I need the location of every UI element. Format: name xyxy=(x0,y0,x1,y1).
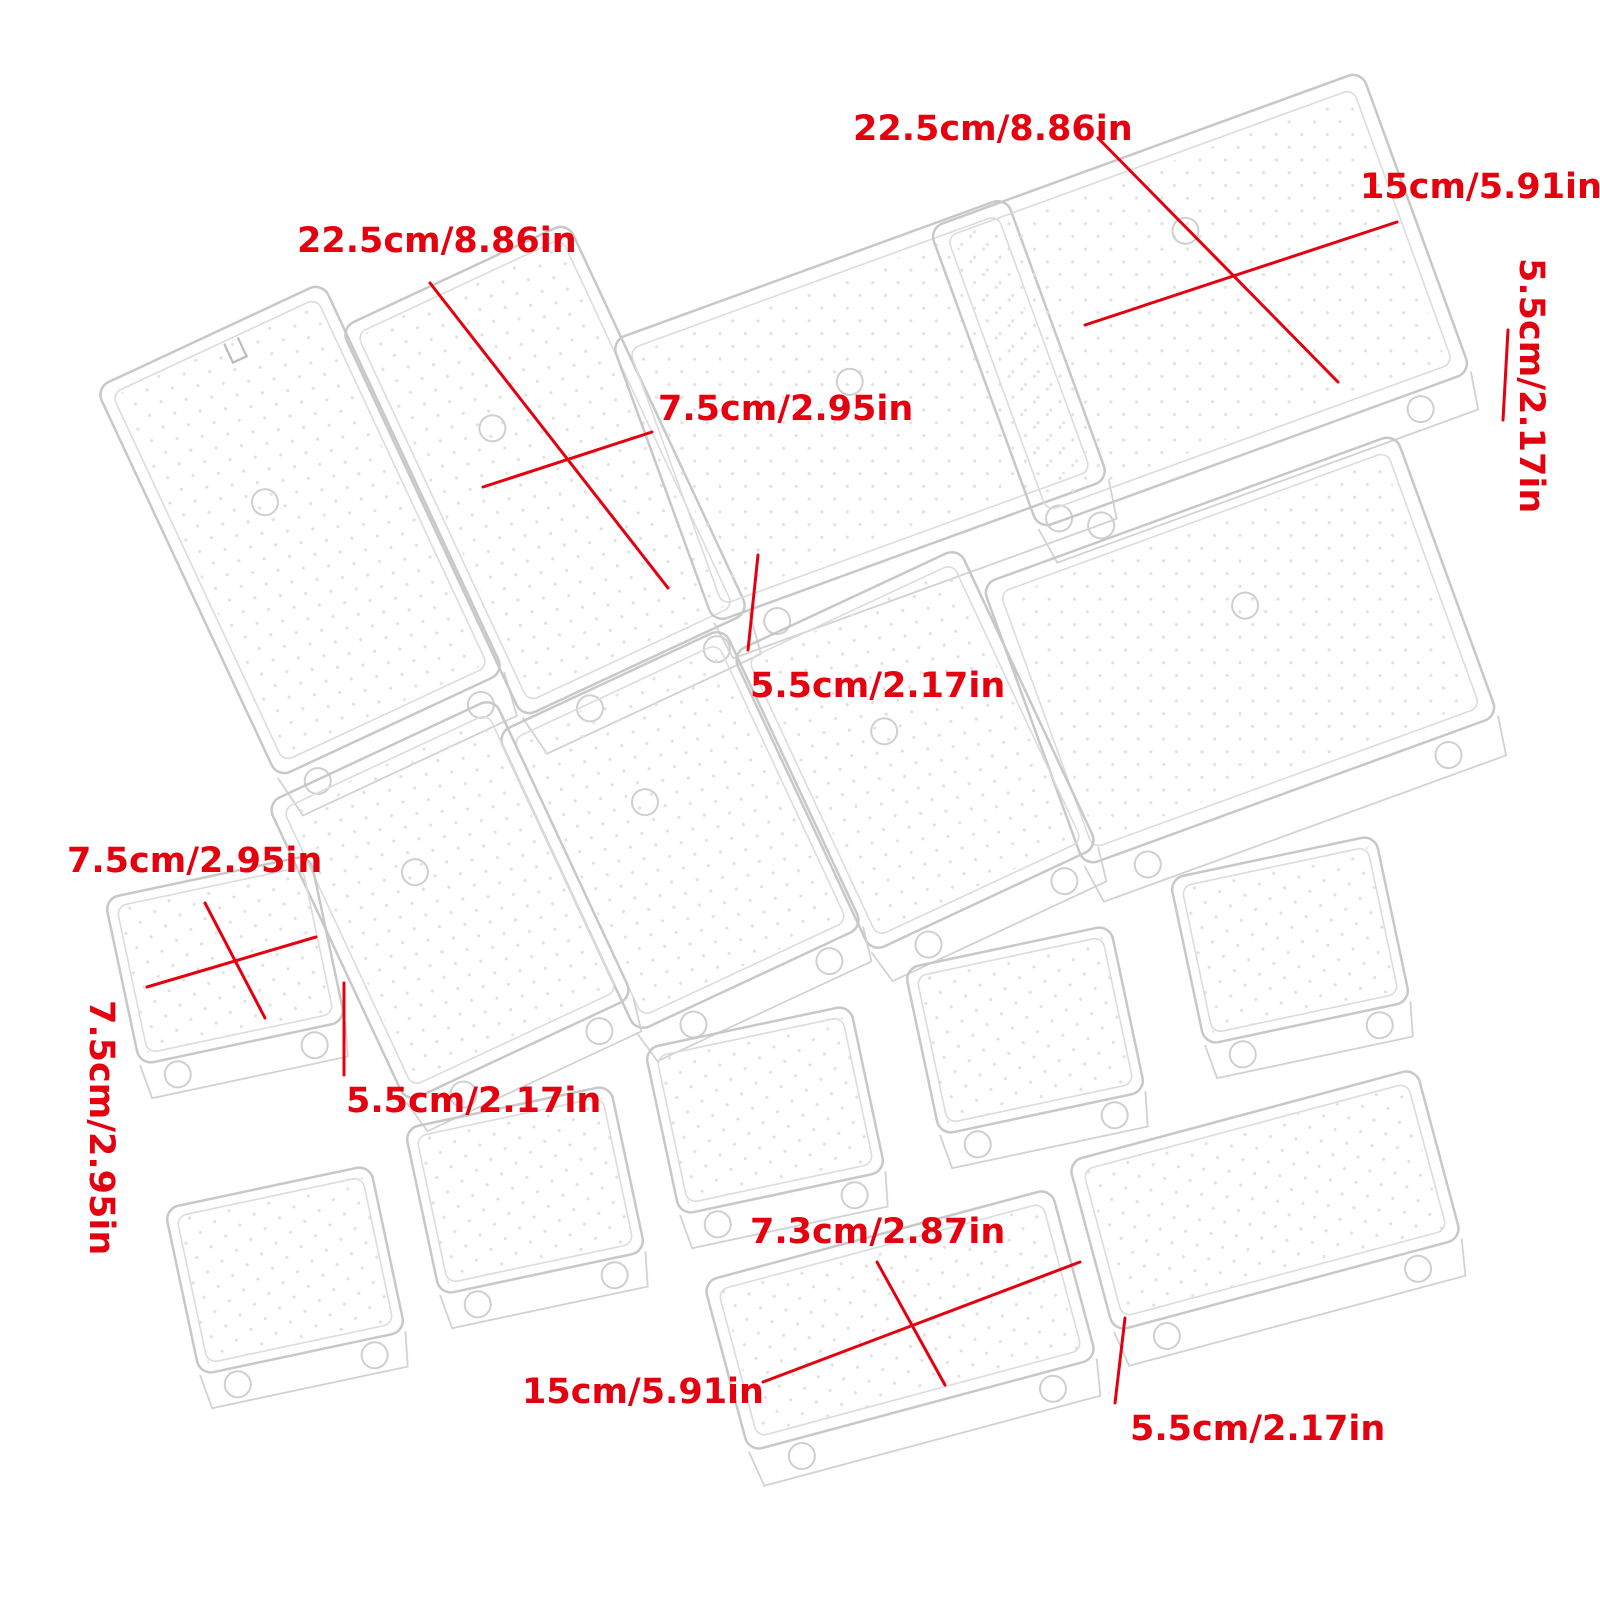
dimension-lines xyxy=(145,136,1510,1405)
label-large-width: 15cm/5.91in xyxy=(1360,167,1600,207)
label-large-length: 22.5cm/8.86in xyxy=(853,109,1133,149)
tray-medium-center xyxy=(735,550,1108,983)
dim-line-large-length xyxy=(1096,136,1340,384)
label-long-height: 5.5cm/2.17in xyxy=(750,666,1005,706)
dim-line-long-length xyxy=(428,281,670,590)
tray-small-bottom-mid xyxy=(645,1006,889,1250)
dim-line-long-height xyxy=(746,553,760,652)
label-small-length: 7.5cm/2.95in xyxy=(81,1000,121,1255)
tray-small-right xyxy=(1170,836,1414,1080)
tray-large-top-right xyxy=(931,73,1480,564)
dim-line-large-height xyxy=(1501,328,1510,422)
notch-icon xyxy=(223,337,249,365)
tray-small-center-right xyxy=(905,926,1149,1170)
dim-line-medium-width xyxy=(875,1260,947,1387)
label-medium-width: 7.3cm/2.87in xyxy=(750,1212,1005,1252)
tray-small-bottom-second xyxy=(405,1086,649,1330)
label-small-height: 5.5cm/2.17in xyxy=(346,1081,601,1121)
tray-large-right xyxy=(984,436,1508,903)
label-large-height: 5.5cm/2.17in xyxy=(1511,258,1551,513)
label-small-width: 7.5cm/2.95in xyxy=(67,841,322,881)
tray-small-measured xyxy=(105,856,349,1100)
tray-medium-bottom-right xyxy=(1070,1070,1467,1367)
dim-line-small-length xyxy=(145,935,318,989)
label-medium-height: 5.5cm/2.17in xyxy=(1130,1409,1385,1449)
label-long-length: 22.5cm/8.86in xyxy=(297,221,577,261)
dim-line-large-width xyxy=(1083,220,1399,327)
dim-line-medium-length xyxy=(761,1260,1082,1384)
dimension-labels: 22.5cm/8.86in 15cm/5.91in 5.5cm/2.17in 2… xyxy=(67,109,1600,1449)
tray-medium-bottom-measured xyxy=(705,1190,1102,1487)
label-medium-length: 15cm/5.91in xyxy=(522,1372,764,1412)
tray-medium-left xyxy=(270,700,643,1133)
dim-line-long-width xyxy=(481,430,654,489)
label-long-width: 7.5cm/2.95in xyxy=(658,389,913,429)
dim-line-medium-height xyxy=(1113,1316,1127,1405)
tray-small-bottom-left xyxy=(165,1166,409,1410)
